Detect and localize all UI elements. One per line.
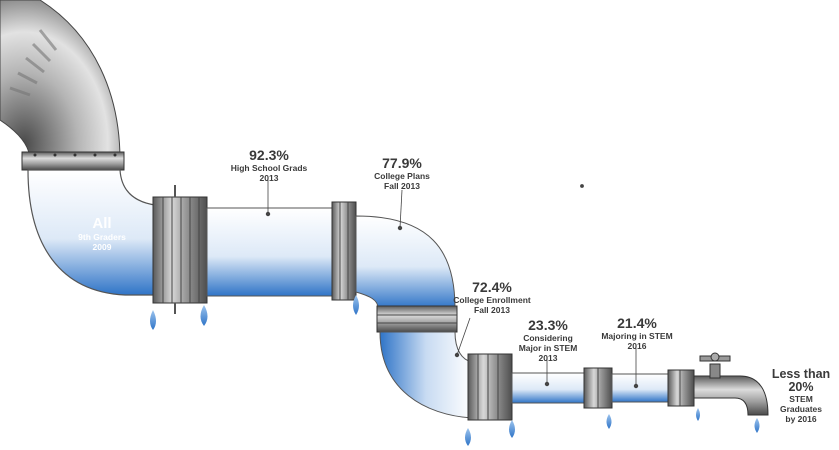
stage-line1: Majoring in STEM [601, 330, 673, 341]
stage-line1: STEM [789, 394, 813, 405]
stage-label-hs: 92.3% High School Grads 2013 [220, 148, 318, 183]
coupling-1 [152, 185, 208, 314]
water-drop-icon [353, 295, 359, 315]
water-drop-icon [696, 408, 700, 421]
pipe-segment-considering [511, 372, 585, 404]
stage-line2: Fall 2013 [474, 304, 510, 315]
coupling-3 [376, 305, 458, 333]
water-drop-icon [754, 418, 760, 433]
stage-line1: High School Grads [230, 162, 308, 173]
water-drop-icon [465, 428, 471, 446]
water-drops [150, 295, 760, 446]
stage-value: Less than 20% [771, 367, 831, 395]
label-pointers [265, 180, 639, 389]
stage-value: 21.4% [617, 315, 657, 331]
stage-line2: 2013 [259, 172, 279, 183]
water-drop-icon [606, 414, 612, 429]
stage-label-majoring: 21.4% Majoring in STEM 2016 [598, 316, 676, 351]
stage-line3: 2013 [538, 352, 558, 363]
coupling-6 [667, 369, 695, 407]
coupling-5 [583, 367, 613, 409]
stage-line2: Fall 2013 [384, 180, 420, 191]
stage-label-considering: 23.3% Considering Major in STEM 2013 [514, 318, 582, 362]
pipe-bend-plans [355, 215, 456, 309]
stage-line2: 2009 [92, 241, 112, 252]
stage-line1: 9th Graders [78, 231, 126, 242]
stage-label-enroll: 72.4% College Enrollment Fall 2013 [440, 280, 544, 315]
water-drop-icon [150, 310, 156, 330]
stage-label-grads: Less than 20% STEM Graduates by 2016 [770, 367, 832, 425]
stage-value: 23.3% [528, 317, 568, 333]
coupling-2 [331, 201, 357, 301]
stage-label-all: All 9th Graders 2009 [62, 216, 142, 252]
stage-value: 92.3% [249, 147, 289, 163]
pipe-segment-hs [206, 207, 333, 297]
stage-line2: 2016 [627, 340, 647, 351]
inlet-elbow-pipe [0, 0, 125, 171]
stage-line3: by 2016 [785, 414, 817, 425]
faucet-icon [693, 352, 769, 416]
stage-line1: College Plans [374, 170, 430, 181]
stage-line1: College Enrollment [453, 294, 531, 305]
stage-value: 77.9% [382, 155, 422, 171]
stage-line2: Major in STEM [518, 342, 578, 353]
coupling-4 [467, 353, 513, 421]
water-drop-icon [509, 420, 515, 438]
pipe-segment-majoring [611, 373, 669, 403]
pipe-curve-enrollment [379, 331, 473, 419]
stage-line2: Graduates [779, 404, 823, 415]
entrance-pipe-water [27, 169, 161, 296]
stage-label-plans: 77.9% College Plans Fall 2013 [360, 156, 444, 191]
stage-line1: Considering [523, 332, 573, 343]
stage-value: 72.4% [472, 279, 512, 295]
water-drop-icon [200, 305, 208, 326]
stage-value: All [92, 215, 112, 232]
